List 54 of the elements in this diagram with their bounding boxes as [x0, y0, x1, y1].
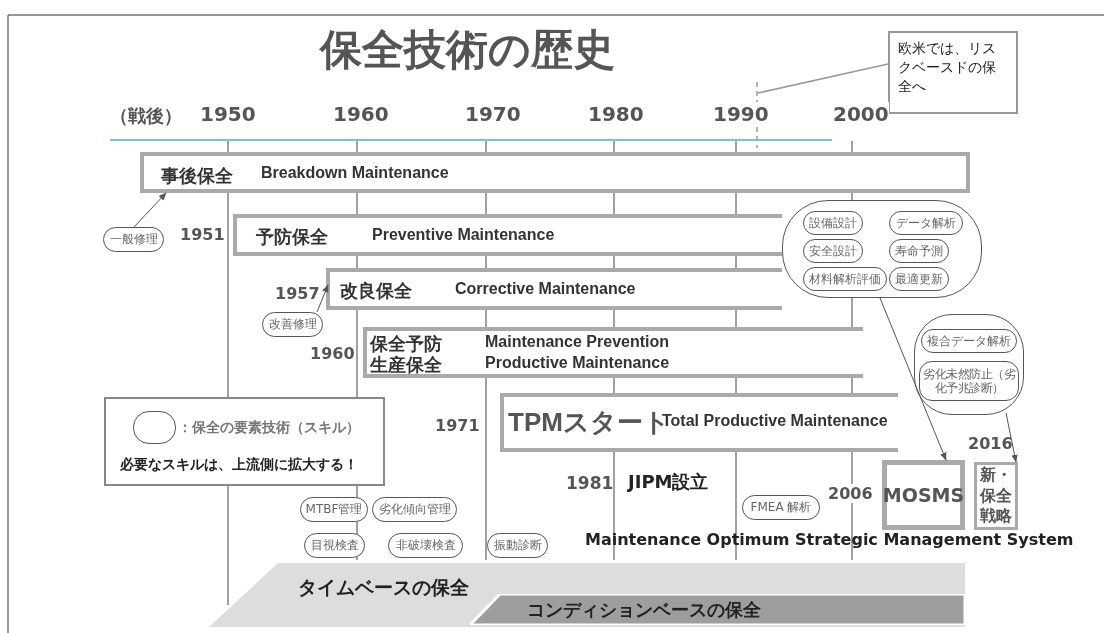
skill-pill: 寿命予測 [889, 239, 949, 263]
year-label: 1960 [310, 344, 355, 363]
skill-pill: 劣化未然防止（劣化予兆診断） [919, 361, 1019, 401]
era-bar [140, 152, 970, 193]
event-text: JIPM設立 [628, 470, 709, 494]
year-label: 2006 [828, 484, 873, 503]
arrow [879, 297, 947, 461]
callout-box: 欧米では、リスクベースドの保全へ [888, 31, 1018, 114]
skill-pill: 最適更新 [889, 267, 949, 291]
band-label: タイムベースの保全 [298, 576, 469, 600]
era-name-en: Total Productive Maintenance [662, 412, 888, 429]
milestone-box: 新・保全戦略 [974, 462, 1018, 530]
era-name-en: Breakdown Maintenance [261, 164, 449, 182]
skill-pill: 材料解析評価 [803, 267, 887, 291]
year-label: 1951 [180, 225, 225, 244]
era-name-en: Maintenance Prevention [485, 333, 670, 351]
era-bar [233, 214, 782, 256]
skill-pill: 安全設計 [803, 239, 863, 263]
skill-pill: 劣化傾向管理 [372, 497, 457, 522]
era-name-jp: 生産保全 [370, 354, 442, 377]
skill-pill: FMEA 解析 [742, 495, 820, 520]
era-name-en: Preventive Maintenance [372, 226, 555, 244]
year-label: 1971 [435, 416, 480, 435]
legend-text: ：保全の要素技術（スキル） [178, 419, 360, 437]
band-label: コンディションベースの保全 [527, 599, 761, 622]
arrow [316, 284, 329, 313]
title: 保全技術の歴史 [320, 24, 615, 76]
leader-line [757, 63, 889, 94]
skill-pill: 目視検査 [304, 533, 365, 558]
milestone-box: MOSMS [882, 460, 965, 530]
era-bar [326, 268, 782, 310]
year-label: 2016 [968, 434, 1013, 453]
era-name-en: Productive Maintenance [485, 354, 670, 372]
era-bar [500, 393, 898, 452]
skill-pill: 非破壊検査 [388, 533, 463, 558]
skill-pill: 複合データ解析 [921, 329, 1017, 353]
skill-pill: 一般修理 [103, 227, 164, 252]
skill-pill: 設備設計 [803, 211, 863, 235]
era-name-jp: 予防保全 [256, 226, 328, 249]
skill-pill: MTBF管理 [300, 497, 368, 522]
era-name-jp: 改良保全 [340, 280, 412, 303]
arrow [133, 192, 167, 228]
era-bar [363, 327, 863, 378]
era-name-en: Corrective Maintenance [455, 280, 636, 298]
skill-pill: データ解析 [889, 211, 963, 235]
skill-bubble [914, 314, 1024, 415]
year-label: 1957 [275, 284, 320, 303]
era-name-jp: 事後保全 [161, 165, 233, 188]
arrow [1005, 412, 1018, 463]
system-name-text: Maintenance Optimum Strategic Management System [585, 530, 1074, 549]
skill-pill: 改善修理 [262, 312, 323, 337]
year-label: 1990 [713, 102, 769, 126]
era-name-jp: 保全予防 [370, 333, 442, 355]
skill-pill: 振動診断 [487, 533, 548, 558]
